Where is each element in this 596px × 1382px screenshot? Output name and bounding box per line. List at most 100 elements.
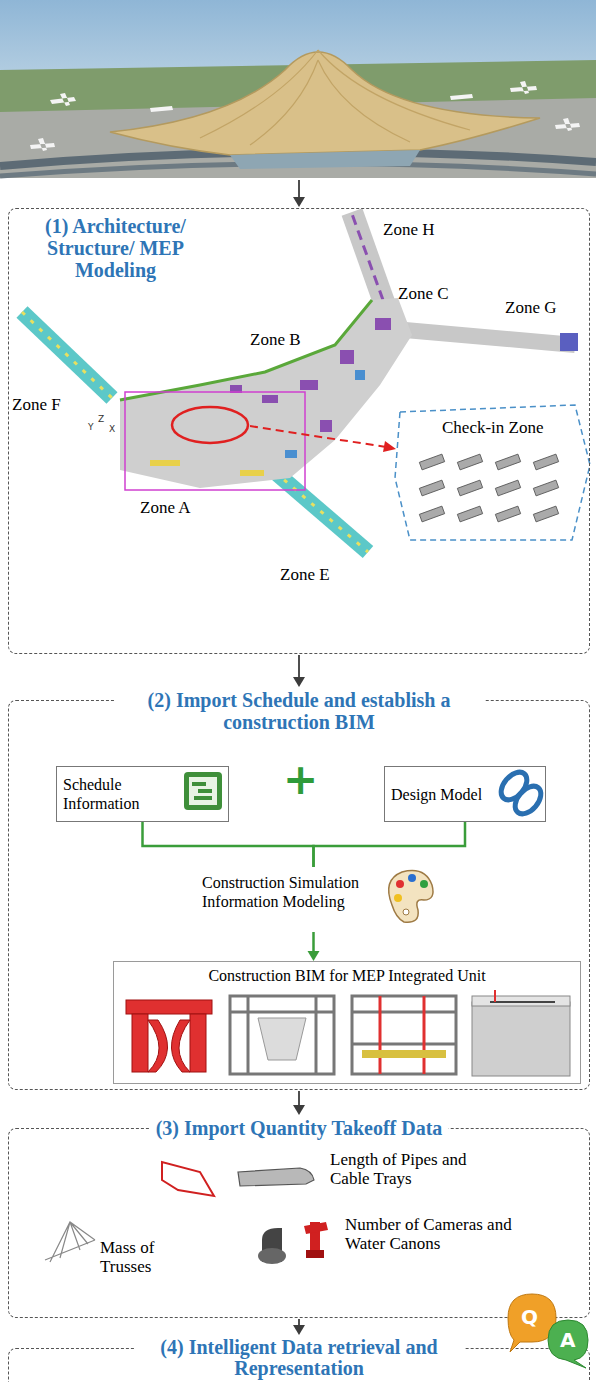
terminal-plan bbox=[375, 318, 391, 330]
quantity-label: Mass of Trusses bbox=[100, 1238, 180, 1276]
palette-icon bbox=[394, 894, 402, 902]
mep-unit-images bbox=[352, 1043, 456, 1046]
quantity-icons bbox=[238, 1168, 314, 1186]
zone-label: Zone C bbox=[398, 284, 449, 303]
schedule-icon bbox=[184, 772, 222, 810]
input-box: Schedule Information bbox=[56, 766, 229, 822]
quantity-icons bbox=[304, 1222, 328, 1234]
connector bbox=[293, 1319, 305, 1335]
airport-photo bbox=[510, 81, 537, 94]
connector bbox=[293, 655, 305, 687]
terminal-plan bbox=[340, 350, 354, 364]
quantity-label: Number of Cameras and Water Canons bbox=[345, 1215, 525, 1253]
mep-unit-images bbox=[490, 1001, 555, 1003]
terminal-plan bbox=[150, 460, 180, 466]
palette-icon bbox=[403, 909, 409, 915]
design-model-icon bbox=[510, 781, 546, 818]
connector bbox=[308, 932, 320, 961]
terminal-plan bbox=[150, 460, 264, 476]
mep-unit-images bbox=[379, 996, 382, 1074]
zone-label: Zone G bbox=[505, 298, 556, 317]
quantity-icons bbox=[45, 1162, 328, 1264]
mep-unit-images bbox=[258, 1018, 306, 1060]
terminal-plan bbox=[230, 318, 391, 432]
step-title: (1) Architecture/ Structure/ MEP Modelin… bbox=[23, 215, 208, 281]
terminal-plan bbox=[250, 426, 386, 447]
mep-unit-images bbox=[132, 1014, 148, 1072]
terminal-plan bbox=[419, 480, 444, 496]
terminal-plan bbox=[285, 450, 297, 458]
mep-unit-images bbox=[171, 1020, 190, 1072]
qa-icon bbox=[508, 1294, 556, 1352]
mep-unit-images bbox=[230, 1011, 334, 1014]
terminal-plan bbox=[405, 330, 575, 345]
flow-arrow bbox=[293, 197, 305, 207]
terminal-plan bbox=[172, 407, 248, 443]
connector bbox=[293, 1091, 305, 1115]
terminal-plan bbox=[533, 506, 558, 522]
arrow-head bbox=[293, 1105, 305, 1115]
dashed-step-box: (4) Intelligent Data retrieval and Repre… bbox=[8, 1348, 590, 1382]
connector-line bbox=[298, 1091, 300, 1107]
terminal-plan bbox=[275, 472, 368, 552]
mep-unit-images bbox=[352, 996, 456, 1074]
schedule-icon bbox=[198, 789, 212, 793]
palette-icon bbox=[389, 871, 433, 923]
connector bbox=[143, 822, 314, 867]
palette-icon bbox=[396, 880, 404, 888]
palette-icon bbox=[389, 871, 433, 923]
mep-unit-images bbox=[315, 996, 318, 1074]
process-label: Construction Simulation Information Mode… bbox=[196, 867, 382, 911]
airport-photo bbox=[150, 106, 173, 112]
zone-label: Check-in Zone bbox=[442, 418, 544, 437]
terminal-plan bbox=[22, 312, 112, 398]
palette-icon bbox=[408, 874, 416, 882]
terminal-plan bbox=[120, 300, 372, 400]
axis-label: Z bbox=[98, 414, 104, 424]
airport-photo bbox=[0, 0, 596, 178]
mep-unit-images bbox=[126, 1000, 212, 1014]
terminal-plan bbox=[355, 370, 365, 380]
quantity-icons bbox=[45, 1222, 95, 1262]
terminal-plan bbox=[560, 333, 578, 351]
airport-photo bbox=[50, 93, 76, 106]
mep-unit-images bbox=[230, 996, 334, 1074]
schedule-icon bbox=[194, 796, 212, 800]
mep-unit-images bbox=[190, 1014, 206, 1072]
mep-unit-images bbox=[148, 1020, 168, 1072]
input-box: Design Model bbox=[384, 766, 546, 822]
axis-label: X bbox=[109, 424, 115, 434]
flow-arrow bbox=[298, 180, 300, 198]
arrow-head bbox=[293, 677, 305, 687]
terminal-plan bbox=[320, 420, 332, 432]
mep-unit-images bbox=[126, 990, 570, 1076]
terminal-plan bbox=[457, 480, 482, 496]
terminal-plan bbox=[300, 380, 318, 390]
arrow-head bbox=[293, 1325, 305, 1335]
connector-line bbox=[143, 822, 314, 867]
mep-unit-images bbox=[423, 996, 426, 1074]
qa-letter: A bbox=[560, 1329, 575, 1351]
terminal-plan bbox=[22, 212, 590, 552]
mep-unit-images bbox=[126, 1000, 212, 1072]
schedule-icon bbox=[184, 772, 222, 810]
zone-label: Zone E bbox=[280, 565, 330, 584]
terminal-plan bbox=[125, 392, 305, 490]
box-label: Construction BIM for MEP Integrated Unit bbox=[114, 962, 580, 985]
terminal-plan bbox=[22, 312, 112, 398]
terminal-plan bbox=[495, 506, 520, 522]
terminal-plan bbox=[240, 470, 264, 476]
mep-unit-images bbox=[352, 1011, 456, 1014]
zone-label: Zone B bbox=[250, 330, 301, 349]
quantity-icons bbox=[258, 1248, 286, 1264]
quantity-icons bbox=[306, 1250, 324, 1258]
terminal-plan bbox=[457, 506, 482, 522]
design-model-icon bbox=[496, 767, 546, 818]
result-box: Construction BIM for MEP Integrated Unit bbox=[113, 961, 581, 1084]
terminal-plan bbox=[419, 454, 558, 522]
airport-photo bbox=[30, 138, 55, 151]
step-title: (3) Import Quantity Takeoff Data bbox=[150, 1117, 449, 1139]
airport-photo bbox=[30, 81, 580, 151]
terminal-plan bbox=[285, 370, 365, 458]
